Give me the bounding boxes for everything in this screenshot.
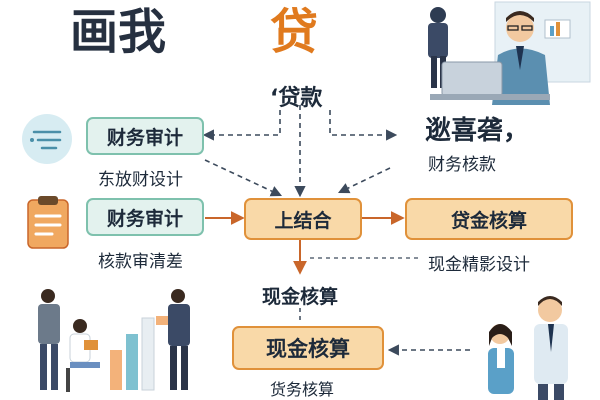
- team-illustration: [38, 289, 190, 392]
- arrow-top-left: [202, 110, 281, 141]
- right-top-heading: 逖喜砻，: [425, 116, 530, 146]
- audit-box-1: 财务审计: [86, 117, 204, 155]
- bottom-box: 现金核算: [232, 326, 384, 370]
- clipboard-icon: [27, 196, 69, 249]
- center-box: 上结合: [244, 198, 362, 240]
- title-left: 画我: [70, 4, 167, 60]
- office-worker-illustration: [428, 1, 591, 105]
- document-icon: [22, 114, 72, 164]
- arrow-row1-center: [204, 159, 283, 197]
- right-top-caption: 财务核款: [428, 155, 496, 175]
- bottom-caption: 货务核算: [270, 380, 335, 399]
- mid-label: 现金核算: [262, 286, 339, 308]
- audit-caption-1: 东放财设计: [98, 170, 183, 190]
- arrow-right-to-center: [337, 167, 391, 194]
- colleagues-illustration: [488, 296, 568, 400]
- title-right: 贷: [270, 4, 319, 60]
- arrow-top-right: [329, 110, 398, 141]
- right-caption: 现金精影设计: [428, 255, 530, 275]
- right-box: 贷金核算: [405, 198, 573, 240]
- audit-caption-2: 核款审清差: [98, 252, 183, 272]
- top-loan-label: ‘贷款: [270, 86, 323, 111]
- audit-box-2: 财务审计: [86, 198, 204, 236]
